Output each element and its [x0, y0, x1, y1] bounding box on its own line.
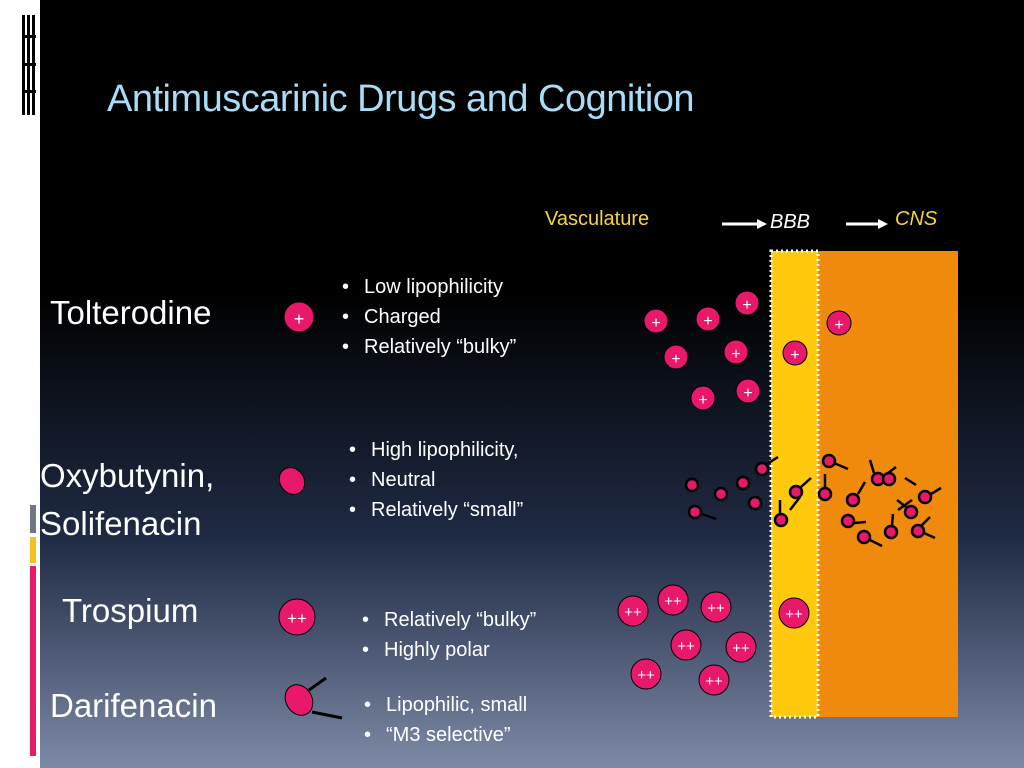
svg-text:++: ++	[624, 604, 642, 621]
molecule-double-plus: ++	[630, 658, 662, 690]
molecule-double-plus: ++	[700, 591, 732, 623]
tolterodine-properties: Low lipophilicity Charged Relatively “bu…	[336, 272, 516, 362]
svg-text:++: ++	[287, 609, 307, 628]
accent-bar-yellow	[30, 537, 36, 563]
svg-text:++: ++	[705, 673, 723, 690]
molecule-plus: +	[695, 306, 721, 332]
molecule-plus: +	[690, 385, 716, 411]
molecule-plus: +	[663, 344, 689, 370]
molecule-double-plus: ++	[778, 597, 810, 629]
svg-text:++: ++	[677, 638, 695, 655]
svg-text:+: +	[834, 317, 843, 334]
svg-text:+: +	[703, 313, 712, 330]
property-item: Neutral	[343, 465, 523, 495]
molecule-double-plus: ++	[657, 584, 689, 616]
molecule-double-plus: ++	[617, 595, 649, 627]
svg-text:+: +	[294, 309, 305, 329]
accent-bar-pink	[30, 566, 36, 756]
property-item: High lipophilicity,	[343, 435, 523, 465]
molecule-double-plus: ++	[670, 629, 702, 661]
bbb-band	[771, 251, 818, 717]
svg-text:+: +	[731, 346, 740, 363]
svg-text:+: +	[742, 297, 751, 314]
property-item: Relatively “bulky”	[336, 332, 516, 362]
drug-name-solifenacin: Solifenacin	[40, 505, 202, 542]
molecule-double-plus: ++	[698, 664, 730, 696]
molecule-plus: +	[723, 339, 749, 365]
svg-text:+: +	[651, 315, 660, 332]
property-item: Low lipophilicity	[336, 272, 516, 302]
molecule-plus: +	[826, 310, 852, 336]
svg-text:+: +	[743, 385, 752, 402]
molecule-plus: +	[782, 340, 808, 366]
charged-molecule-icon: +	[283, 301, 315, 333]
property-item: “M3 selective”	[358, 720, 527, 750]
svg-text:++: ++	[785, 606, 803, 623]
arrow-right-icon	[846, 219, 888, 229]
vasculature-label: Vasculature	[545, 208, 650, 230]
svg-text:++: ++	[664, 593, 682, 610]
property-item: Highly polar	[356, 635, 536, 665]
grid-decor-icon	[22, 15, 36, 115]
property-item: Relatively “small”	[343, 495, 523, 525]
oxybutynin-properties: High lipophilicity, Neutral Relatively “…	[343, 435, 523, 525]
darifenacin-properties: Lipophilic, small “M3 selective”	[358, 690, 527, 750]
molecule-double-plus: ++	[725, 631, 757, 663]
svg-text:+: +	[790, 347, 799, 364]
trospium-properties: Relatively “bulky” Highly polar	[356, 605, 536, 665]
molecule-plus: +	[643, 308, 669, 334]
page-title: Antimuscarinic Drugs and Cognition	[107, 78, 695, 120]
molecule-plus: +	[734, 290, 760, 316]
svg-text:+: +	[671, 351, 680, 368]
drug-name-oxybutynin: Oxybutynin,	[40, 457, 215, 494]
lipophilic-molecules	[684, 453, 942, 548]
svg-text:+: +	[698, 392, 707, 409]
drug-name-tolterodine: Tolterodine	[50, 294, 212, 331]
drug-name-darifenacin: Darifenacin	[50, 687, 217, 724]
property-item: Relatively “bulky”	[356, 605, 536, 635]
property-item: Charged	[336, 302, 516, 332]
svg-text:++: ++	[732, 640, 750, 657]
neutral-molecule-icon	[278, 467, 306, 495]
tolterodine-molecules: + + + + + + + + +	[643, 290, 852, 411]
molecule-plus: +	[735, 378, 761, 404]
svg-text:++: ++	[707, 600, 725, 617]
cns-label: CNS	[895, 208, 938, 230]
drug-name-trospium: Trospium	[62, 592, 199, 629]
svg-text:++: ++	[637, 667, 655, 684]
bbb-label: BBB	[770, 211, 811, 233]
doubly-charged-molecule-icon: ++	[278, 598, 316, 636]
trospium-molecules: ++ ++ ++ ++ ++ ++ ++ ++	[617, 584, 810, 696]
accent-bar-gray	[30, 505, 36, 533]
bbb-dotted-border	[769, 249, 820, 719]
lipophilic-tailed-molecule-icon	[284, 676, 343, 720]
arrow-right-icon	[722, 219, 767, 229]
property-item: Lipophilic, small	[358, 690, 527, 720]
